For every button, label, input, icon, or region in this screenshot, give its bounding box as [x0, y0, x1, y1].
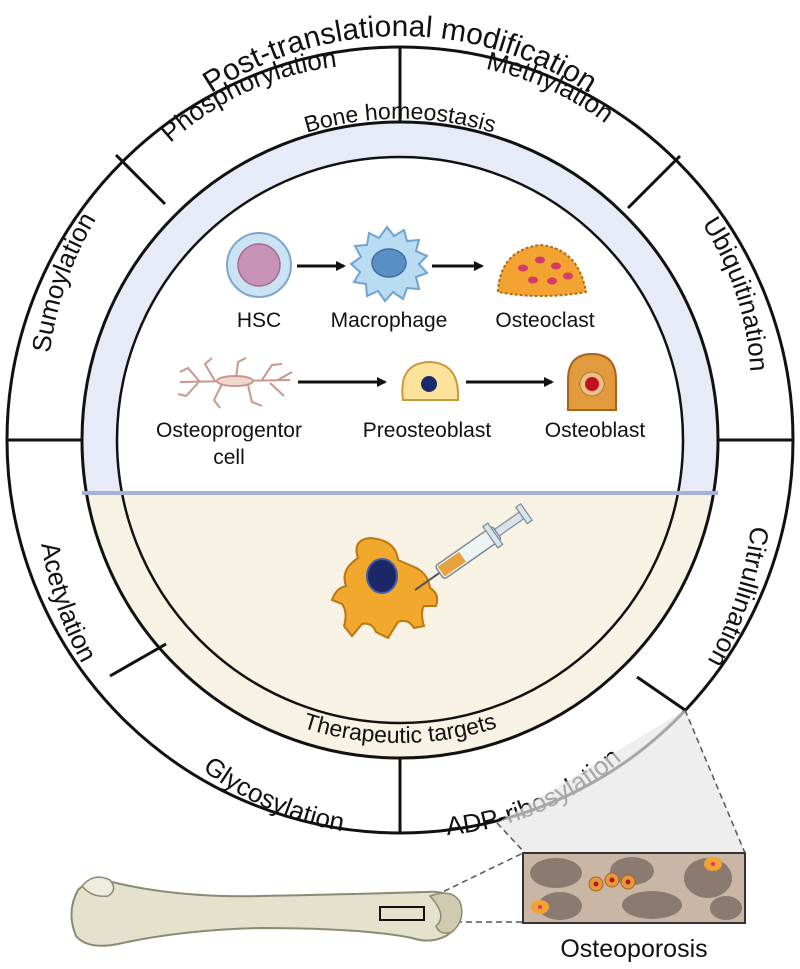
osteoclast-cell-icon — [496, 243, 588, 297]
label-osteoclast: Osteoclast — [495, 309, 594, 332]
label-osteoporosis: Osteoporosis — [560, 935, 707, 963]
label-macrophage: Macrophage — [331, 309, 448, 332]
zoom-box — [379, 906, 425, 921]
label-preosteoblast: Preosteoblast — [363, 419, 492, 442]
hsc-cell-icon — [226, 232, 292, 298]
osteoblast-cell-icon — [567, 352, 617, 411]
target-cell-icon — [330, 536, 439, 640]
ring-dividers — [7, 47, 793, 833]
label-osteoblast: Osteoblast — [545, 419, 646, 442]
osteoporosis-inset — [522, 852, 746, 924]
label-hsc: HSC — [237, 309, 281, 332]
osteoprogenitor-cell-icon — [177, 357, 293, 409]
preosteoblast-cell-icon — [401, 360, 460, 401]
label-osteoprogenitor-line2: cell — [213, 446, 245, 469]
macrophage-cell-icon — [349, 225, 429, 303]
label-osteoprogenitor-line1: Osteoprogentor — [156, 419, 302, 442]
femur-bone-icon — [70, 876, 463, 947]
zoom-callout — [425, 709, 746, 923]
syringe-icon — [414, 502, 533, 591]
